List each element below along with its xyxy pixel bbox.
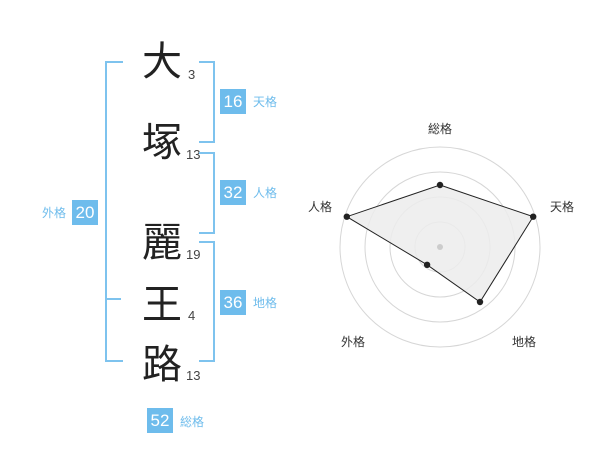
radar-point-1 <box>530 213 537 220</box>
tenkaku-bracket <box>199 61 215 143</box>
jinkaku-bracket <box>199 152 215 234</box>
radar-axis-label-tenkaku: 天格 <box>550 200 575 214</box>
stroke-count-3: 19 <box>186 247 201 262</box>
name-char-1: 大 <box>142 39 182 85</box>
radar-axis-label-jinkaku: 人格 <box>308 200 333 214</box>
radar-point-0 <box>436 181 444 189</box>
jinkaku-label: 人格 <box>253 186 278 200</box>
radar-polygon <box>345 184 534 303</box>
stroke-count-1: 3 <box>188 67 196 82</box>
chikaku-label: 地格 <box>253 296 278 310</box>
radar-ring-3 <box>364 171 516 323</box>
name-char-4: 王 <box>142 282 182 328</box>
radar-point-3 <box>423 261 431 268</box>
name-char-3: 麗 <box>142 220 182 266</box>
tenkaku-label: 天格 <box>253 95 278 109</box>
radar-axis-label-soukaku: 総格 <box>428 122 453 136</box>
name-char-2: 塚 <box>142 120 182 166</box>
gaikaku-label: 外格 <box>42 206 67 220</box>
radar-axis-label-chikaku: 地格 <box>512 335 537 349</box>
radar-point-4 <box>343 213 350 220</box>
outer-bracket-join <box>105 298 121 300</box>
radar-center <box>437 244 443 250</box>
chikaku-value: 36 <box>220 290 246 315</box>
stroke-count-5: 13 <box>186 368 201 383</box>
tenkaku-value: 16 <box>220 89 246 114</box>
chikaku-bracket <box>199 241 215 362</box>
outer-bracket <box>105 61 123 362</box>
radar-point-2 <box>476 298 484 306</box>
stroke-count-4: 4 <box>188 308 196 323</box>
soukaku-label: 総格 <box>180 415 205 429</box>
gaikaku-value: 20 <box>72 200 98 225</box>
name-char-5: 路 <box>142 342 182 388</box>
stroke-count-2: 13 <box>186 147 201 162</box>
soukaku-value: 52 <box>147 408 173 433</box>
radar-axis-label-gaikaku: 外格 <box>341 335 366 349</box>
radar-ring-4 <box>339 146 541 348</box>
jinkaku-value: 32 <box>220 180 246 205</box>
